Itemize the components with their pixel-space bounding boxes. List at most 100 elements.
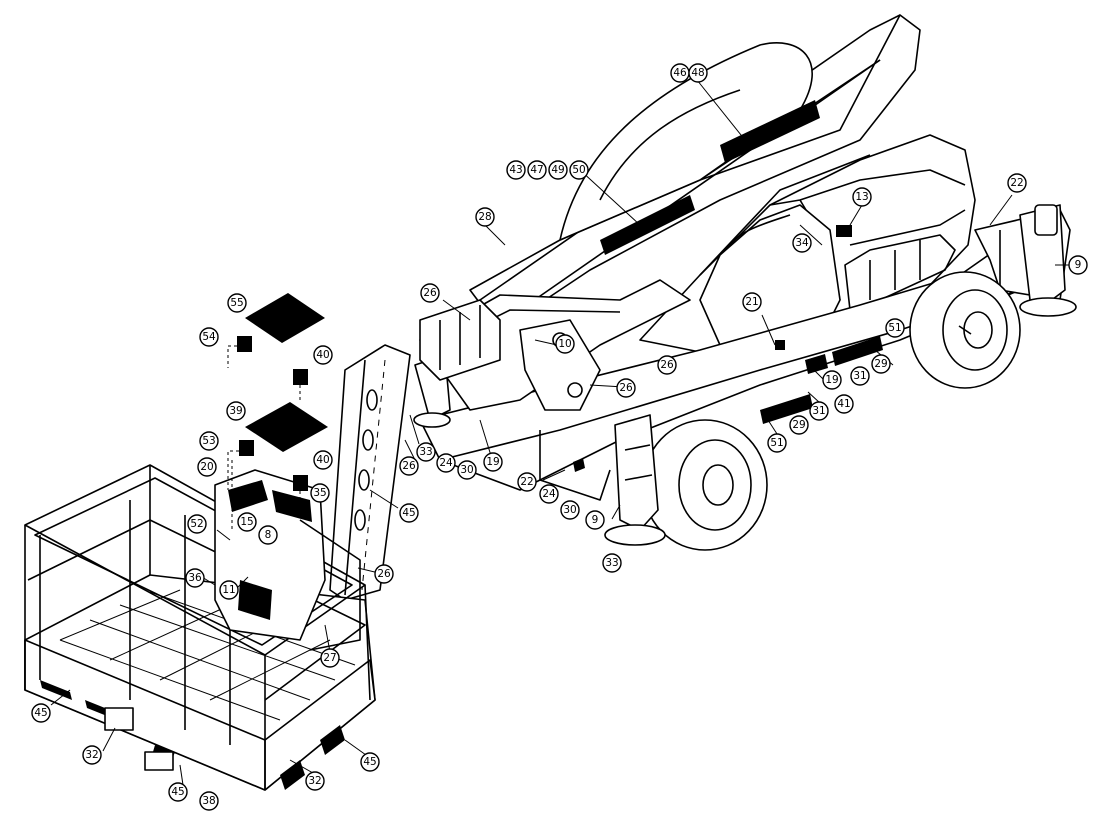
callout-33: 33: [602, 553, 622, 573]
svg-text:34: 34: [795, 237, 809, 249]
svg-text:26: 26: [423, 287, 437, 299]
callout-24: 24: [436, 453, 456, 473]
callout-19: 19: [822, 370, 842, 390]
svg-text:11: 11: [222, 584, 235, 596]
svg-text:39: 39: [229, 405, 242, 417]
callout-39: 39: [226, 401, 246, 421]
outrigger-front: [604, 414, 666, 546]
work-platform-basket: [24, 464, 376, 791]
callout-11: 11: [219, 580, 239, 600]
svg-text:19: 19: [825, 374, 838, 386]
dashed-guides: [227, 345, 301, 530]
svg-text:45: 45: [402, 507, 415, 519]
svg-text:51: 51: [770, 437, 783, 449]
callout-45: 45: [31, 703, 51, 723]
svg-text:36: 36: [188, 572, 202, 584]
svg-text:49: 49: [551, 164, 564, 176]
svg-text:15: 15: [240, 516, 253, 528]
callout-9: 9: [585, 510, 605, 530]
svg-text:32: 32: [85, 749, 98, 761]
rear-right-wheel: [909, 271, 1021, 389]
callout-40: 40: [313, 345, 333, 365]
svg-text:21: 21: [745, 296, 758, 308]
callout-10: 10: [555, 334, 575, 354]
callout-52: 52: [187, 514, 207, 534]
svg-text:8: 8: [265, 529, 272, 541]
callout-36: 36: [185, 568, 205, 588]
callout-28: 28: [475, 207, 495, 227]
callout-20: 20: [197, 457, 217, 477]
callout-31: 31: [809, 401, 829, 421]
svg-text:53: 53: [202, 435, 215, 447]
callout-40: 40: [313, 450, 333, 470]
svg-text:22: 22: [1010, 177, 1023, 189]
callout-35: 35: [310, 483, 330, 503]
svg-text:48: 48: [691, 67, 704, 79]
svg-text:9: 9: [1075, 259, 1082, 271]
svg-text:27: 27: [323, 652, 336, 664]
callout-29: 29: [871, 354, 891, 374]
svg-text:20: 20: [200, 461, 213, 473]
callout-38: 38: [199, 791, 219, 811]
callout-45: 45: [360, 752, 380, 772]
svg-text:10: 10: [558, 338, 571, 350]
jib-mast: [329, 344, 411, 601]
svg-text:26: 26: [619, 382, 633, 394]
callout-32: 32: [82, 745, 102, 765]
callout-50: 50: [569, 160, 589, 180]
svg-text:22: 22: [520, 476, 533, 488]
callout-45: 45: [399, 503, 419, 523]
svg-text:43: 43: [509, 164, 522, 176]
svg-text:45: 45: [171, 786, 184, 798]
outrigger-rear: [1019, 204, 1077, 317]
callout-15: 15: [237, 512, 257, 532]
svg-text:40: 40: [316, 454, 329, 466]
callout-26: 26: [420, 283, 440, 303]
svg-text:41: 41: [837, 398, 850, 410]
callout-33: 33: [416, 442, 436, 462]
callout-9: 9: [1068, 255, 1088, 275]
svg-text:45: 45: [34, 707, 47, 719]
callout-26: 26: [657, 355, 677, 375]
svg-text:32: 32: [308, 775, 321, 787]
svg-text:9: 9: [592, 514, 599, 526]
svg-text:33: 33: [605, 557, 618, 569]
callout-26: 26: [374, 564, 394, 584]
svg-text:24: 24: [542, 488, 556, 500]
callout-54: 54: [199, 327, 219, 347]
svg-text:31: 31: [853, 370, 866, 382]
callout-46: 46: [670, 63, 690, 83]
callout-41: 41: [834, 394, 854, 414]
svg-text:45: 45: [363, 756, 376, 768]
callout-51: 51: [767, 433, 787, 453]
callout-45: 45: [168, 782, 188, 802]
callout-51: 51: [885, 318, 905, 338]
callout-26: 26: [616, 378, 636, 398]
callout-29: 29: [789, 415, 809, 435]
svg-text:33: 33: [419, 446, 432, 458]
callout-30: 30: [457, 460, 477, 480]
decal-39-panel: [245, 402, 328, 452]
svg-text:30: 30: [460, 464, 473, 476]
svg-text:38: 38: [202, 795, 215, 807]
callout-31: 31: [850, 366, 870, 386]
callout-22: 22: [1007, 173, 1027, 193]
callout-27: 27: [320, 648, 340, 668]
svg-text:26: 26: [660, 359, 674, 371]
svg-text:26: 26: [402, 460, 416, 472]
callout-13: 13: [852, 187, 872, 207]
svg-text:24: 24: [439, 457, 453, 469]
svg-text:40: 40: [316, 349, 329, 361]
svg-text:29: 29: [792, 419, 805, 431]
callout-26: 26: [399, 456, 419, 476]
callout-32: 32: [305, 771, 325, 791]
callout-47: 47: [527, 160, 547, 180]
callout-19: 19: [483, 452, 503, 472]
svg-text:29: 29: [874, 358, 887, 370]
callout-24: 24: [539, 484, 559, 504]
svg-text:19: 19: [486, 456, 499, 468]
callout-49: 49: [548, 160, 568, 180]
svg-text:47: 47: [530, 164, 543, 176]
svg-text:52: 52: [190, 518, 203, 530]
